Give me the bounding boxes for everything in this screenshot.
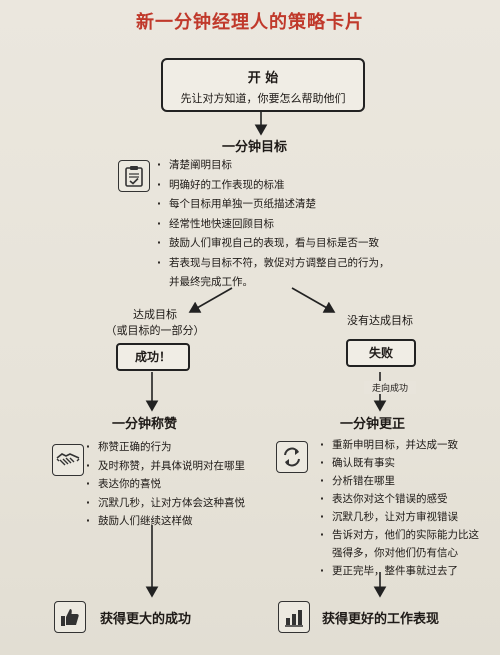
- failure-condition: 没有达成目标: [347, 314, 413, 327]
- arrow-goals-to-failure: [291, 287, 336, 313]
- goals-item: 经常性地快速回顾目标: [157, 215, 457, 235]
- goals-item: 明确好的工作表现的标准: [157, 176, 457, 196]
- redirect-item: 重新申明目标，并达成一致: [320, 436, 492, 454]
- goals-list: 清楚阐明目标 明确好的工作表现的标准 每个目标用单独一页纸描述清楚 经常性地快速…: [157, 156, 457, 293]
- success-condition-line2: （或目标的一部分）: [105, 324, 205, 337]
- redirect-item: 表达你对这个错误的感受: [320, 490, 492, 508]
- redirect-item: 分析错在哪里: [320, 472, 492, 490]
- success-condition: 达成目标 （或目标的一部分）: [90, 306, 220, 338]
- success-box: 成功！: [116, 343, 190, 371]
- clipboard-icon: [118, 160, 150, 192]
- start-heading: 开 始: [247, 71, 279, 86]
- thumbs-up-icon: [54, 601, 86, 633]
- start-subtitle: 先让对方知道，你要怎么帮助他们: [180, 92, 346, 105]
- praise-item: 及时称赞，并具体说明对在哪里: [86, 457, 276, 476]
- right-result: 获得更好的工作表现: [322, 612, 440, 627]
- page-title: 新一分钟经理人的策略卡片: [136, 12, 364, 33]
- failure-box: 失败: [346, 339, 416, 367]
- praise-list: 称赞正确的行为 及时称赞，并具体说明对在哪里 表达你的喜悦 沉默几秒，让对方体会…: [86, 438, 276, 531]
- goals-item: 若表现与目标不符，敦促对方调整自己的行为，: [157, 254, 457, 274]
- cycle-arrows-icon: [276, 441, 308, 473]
- start-box: 开 始 先让对方知道，你要怎么帮助他们: [161, 58, 365, 112]
- goals-title: 一分钟目标: [222, 140, 288, 155]
- goals-item: 鼓励人们审视自己的表现，看与目标是否一致: [157, 234, 457, 254]
- redirect-item: 告诉对方，他们的实际能力比这: [320, 526, 492, 544]
- goals-item: 并最终完成工作。: [169, 276, 253, 288]
- redirect-item: 强得多，你对他们仍有信心: [332, 547, 458, 559]
- success-condition-line1: 达成目标: [133, 308, 177, 321]
- redirect-item: 更正完毕，整件事就过去了: [320, 562, 492, 580]
- goals-item: 清楚阐明目标: [157, 156, 457, 176]
- goals-item: 每个目标用单独一页纸描述清楚: [157, 195, 457, 215]
- handshake-icon: [52, 444, 84, 476]
- praise-item: 鼓励人们继续这样做: [86, 512, 276, 531]
- transition-label: 走向成功: [364, 381, 416, 394]
- redirect-list: 重新申明目标，并达成一致 确认既有事实 分析错在哪里 表达你对这个错误的感受 沉…: [320, 436, 492, 580]
- redirect-title: 一分钟更正: [340, 417, 406, 432]
- praise-item: 表达你的喜悦: [86, 475, 276, 494]
- arrow-goals-to-success: [188, 287, 233, 313]
- bar-chart-icon: [278, 601, 310, 633]
- praise-title: 一分钟称赞: [112, 417, 178, 432]
- redirect-item: 沉默几秒，让对方审视错误: [320, 508, 492, 526]
- redirect-item: 确认既有事实: [320, 454, 492, 472]
- praise-item: 称赞正确的行为: [86, 438, 276, 457]
- left-result: 获得更大的成功: [100, 612, 192, 627]
- praise-item: 沉默几秒，让对方体会这种喜悦: [86, 494, 276, 513]
